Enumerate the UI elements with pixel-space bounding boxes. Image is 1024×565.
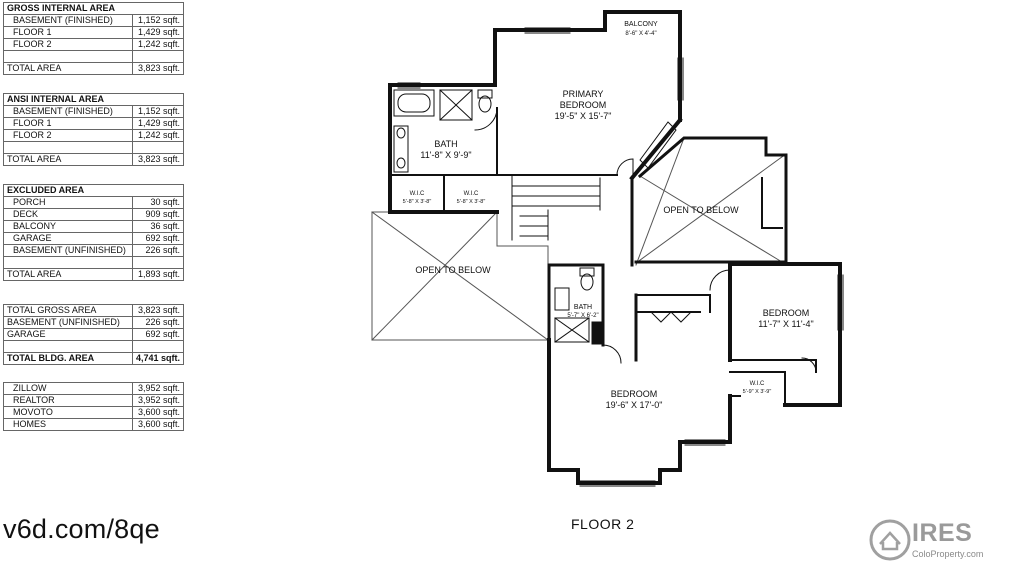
watermark-brand: IRES [912, 519, 973, 547]
watermark-site: ColoProperty.com [912, 549, 984, 559]
gross-internal-area-table: GROSS INTERNAL AREA BASEMENT (FINISHED)1… [3, 2, 184, 75]
wic-1-dims: 5'-8" X 3'-8" [403, 199, 432, 205]
wic-1-label: W.I.C [410, 191, 425, 197]
ires-logo-icon [869, 519, 911, 561]
wic-3-label: W.I.C [750, 381, 765, 387]
primary-bedroom-label-2: BEDROOM [560, 100, 607, 110]
wic-3-dims: 5'-9" X 3'-9" [743, 389, 772, 395]
bath-dims: 11'-8" X 9'-9" [420, 150, 471, 160]
bedroom-2-label: BEDROOM [763, 308, 810, 318]
short-link[interactable]: v6d.com/8qe [3, 514, 160, 544]
bedroom-3-dims: 19'-6" X 17'-0" [606, 400, 663, 410]
ansi-internal-area-table: ANSI INTERNAL AREA BASEMENT (FINISHED)1,… [3, 93, 184, 166]
primary-bedroom-dims: 19'-5" X 15'-7" [555, 111, 612, 121]
stairs [511, 174, 601, 241]
windows [397, 27, 844, 487]
balcony-dims: 8'-6" X 4'-4" [625, 31, 656, 37]
bath-2-dims: 5'-7" X 6'-2" [567, 313, 598, 319]
bath-label: BATH [434, 139, 457, 149]
wic-2-label: W.I.C [464, 191, 479, 197]
primary-bedroom-label-1: PRIMARY [563, 89, 604, 99]
table-row: BASEMENT (UNFINISHED)226 sqft. [3, 316, 185, 329]
door-swings [474, 107, 817, 373]
open-to-below-left [371, 211, 549, 341]
bedroom-3-label: BEDROOM [611, 389, 658, 399]
balcony-label: BALCONY [624, 21, 658, 28]
walls [388, 10, 842, 485]
floor-label: FLOOR 2 [571, 516, 635, 532]
wic-2-dims: 5'-8" X 3'-8" [457, 199, 486, 205]
open-to-below-right [635, 137, 787, 266]
open-to-below-left-label: OPEN TO BELOW [415, 265, 491, 275]
bath-fixtures [393, 89, 677, 345]
bedroom-2-dims: 11'-7" X 11'-4" [758, 319, 814, 329]
open-to-below-right-label: OPEN TO BELOW [663, 205, 739, 215]
bath-2-label: BATH [574, 304, 592, 311]
